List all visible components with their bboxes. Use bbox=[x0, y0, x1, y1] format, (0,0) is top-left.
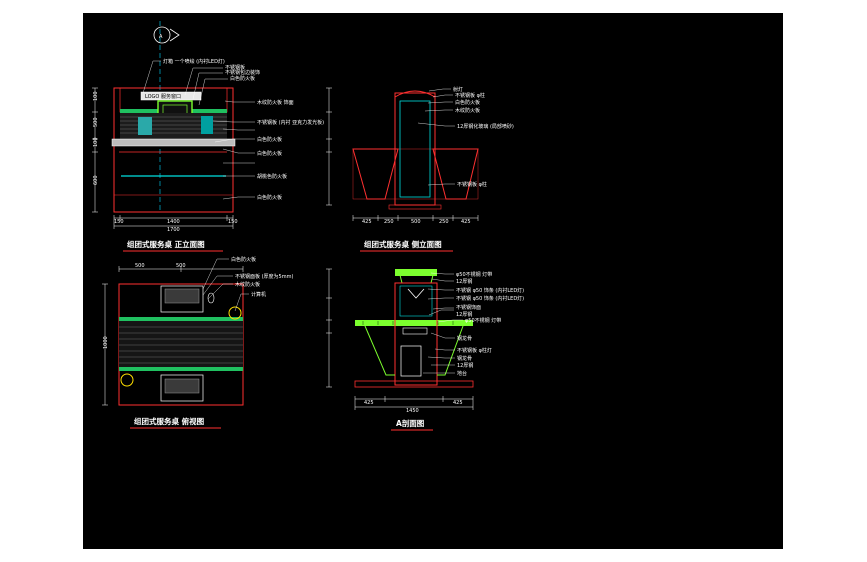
section-label-1: φ50不锈钢 灯带 bbox=[456, 271, 492, 278]
section-dim-1: 425 bbox=[364, 400, 374, 406]
plan-label-2: 不锈钢面板 (厚度为5mm) bbox=[235, 273, 293, 280]
plan-view-title: 组团式服务桌 俯视图 bbox=[134, 416, 205, 426]
plan-label-4: 计算机 bbox=[251, 291, 266, 298]
front-dim-left-1: 100 bbox=[93, 91, 99, 101]
plan-label-1: 白色防火板 bbox=[231, 256, 256, 263]
plan-label-3: 木纹防火板 bbox=[235, 281, 260, 288]
section-label-5: 不锈钢饰面 bbox=[456, 304, 481, 311]
front-label-6: 不锈钢板 (内衬 亚克力发光板) bbox=[257, 119, 324, 126]
side-view-title: 组团式服务桌 侧立面图 bbox=[364, 239, 442, 249]
front-label-7: 白色防火板 bbox=[257, 136, 282, 143]
front-label-5: 木纹防火板 饰面 bbox=[257, 99, 294, 106]
front-dim-left-3: 100 bbox=[93, 137, 99, 147]
front-dim-left-4: 600 bbox=[93, 175, 99, 185]
front-sign-text: LOGO 服务窗口 bbox=[145, 93, 181, 100]
section-label-10: 钢龙骨 bbox=[457, 355, 472, 362]
front-elevation: A LOGO 服务窗口 bbox=[92, 21, 324, 252]
side-dim-3: 500 bbox=[411, 219, 421, 225]
plan-dim-top-2: 500 bbox=[176, 263, 186, 269]
side-label-4: 木纹防火板 bbox=[455, 107, 480, 114]
side-dim-1: 425 bbox=[362, 219, 372, 225]
section-marker-letter: A bbox=[159, 34, 163, 40]
section-dim-3: 425 bbox=[453, 400, 463, 406]
cad-drawing-sheet: A LOGO 服务窗口 bbox=[83, 13, 783, 549]
side-label-1: 射灯 bbox=[453, 86, 463, 93]
section-label-8: 钢龙骨 bbox=[457, 335, 472, 342]
front-label-2: 不锈钢板 bbox=[225, 64, 245, 71]
front-label-4: 白色防火板 bbox=[230, 75, 255, 82]
section-view-title: A剖面图 bbox=[396, 418, 425, 428]
section-a-view: φ50不锈钢 灯带 12厚钢 不锈钢 φ50 饰条 (内衬LED灯) 不锈钢 φ… bbox=[326, 268, 524, 431]
plan-dim-left: 1000 bbox=[103, 336, 109, 349]
front-dim-bottom-1: 150 bbox=[114, 219, 124, 225]
front-label-1: 灯箱 一个喷绘 (内衬LED灯) bbox=[163, 58, 225, 65]
section-label-6: 12厚钢 bbox=[456, 311, 472, 318]
side-dim-4: 250 bbox=[439, 219, 449, 225]
side-dim-5: 425 bbox=[461, 219, 471, 225]
section-label-9: 不锈钢板 φ柱灯 bbox=[457, 347, 492, 354]
side-elevation: 射灯 不锈钢板 φ柱 白色防火板 木纹防火板 12厚钢化玻璃 (局部喷砂) 不锈… bbox=[326, 86, 514, 252]
side-label-5: 12厚钢化玻璃 (局部喷砂) bbox=[457, 123, 514, 130]
section-dim-2: 1450 bbox=[406, 408, 419, 414]
section-label-11: 12厚钢 bbox=[457, 362, 473, 369]
side-label-2: 不锈钢板 φ柱 bbox=[455, 92, 485, 99]
section-label-12: 地台 bbox=[457, 370, 467, 377]
front-label-3: 不锈钢包边装饰 bbox=[225, 69, 260, 76]
section-label-4: 不锈钢 φ50 饰条 (内衬LED灯) bbox=[456, 295, 524, 302]
front-label-8: 白色防火板 bbox=[257, 150, 282, 157]
front-dim-bottom-2: 1400 bbox=[167, 219, 180, 225]
cad-canvas: A LOGO 服务窗口 bbox=[92, 21, 524, 431]
front-label-9: 胡桃色防火板 bbox=[257, 173, 287, 180]
front-view-title: 组团式服务桌 正立面图 bbox=[127, 239, 205, 249]
plan-view: 白色防火板 不锈钢面板 (厚度为5mm) 木纹防火板 计算机 500 500 1… bbox=[102, 256, 293, 429]
section-label-2: 12厚钢 bbox=[456, 278, 472, 285]
side-label-3: 白色防火板 bbox=[455, 99, 480, 106]
section-label-7: φ50不锈钢 灯带 bbox=[465, 317, 501, 324]
front-dim-bottom-4: 1700 bbox=[167, 227, 180, 233]
front-dim-left-2: 500 bbox=[93, 117, 99, 127]
side-label-6: 不锈钢板 φ柱 bbox=[457, 181, 487, 188]
front-dim-bottom-3: 150 bbox=[228, 219, 238, 225]
section-label-3: 不锈钢 φ50 饰条 (内衬LED灯) bbox=[456, 287, 524, 294]
front-label-10: 白色防火板 bbox=[257, 194, 282, 201]
plan-dim-top-1: 500 bbox=[135, 263, 145, 269]
side-dim-2: 250 bbox=[384, 219, 394, 225]
